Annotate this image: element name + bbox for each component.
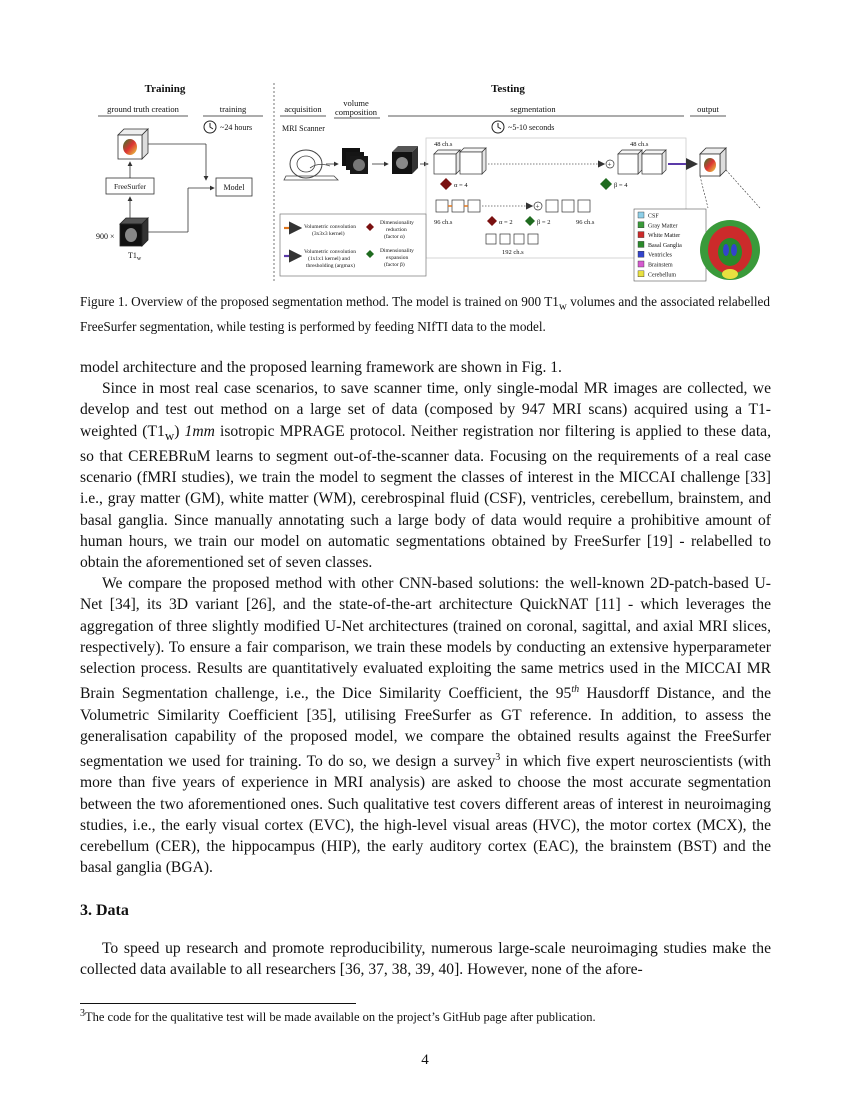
ch192-label: 192 ch.s [502,249,524,256]
alpha2-label: α = 2 [499,219,513,226]
output-cube-icon [699,147,727,177]
testing-heading: Testing [491,83,525,95]
legend-vol-conv1-kernel: (1x1x1 kernel) and [308,255,350,262]
sub-volume-1: volume [343,98,369,108]
class-label: Basal Ganglia [648,243,682,249]
conv-block-bottom [485,233,539,245]
figure-caption: Figure 1. Overview of the proposed segme… [80,294,770,334]
ch96-left: 96 ch.s [434,219,453,226]
beta4-label: β = 4 [614,182,628,189]
segmented-brain-image [700,220,760,280]
legend-dim-exp-factor: (factor β) [384,261,405,268]
beta2-label: β = 2 [537,219,550,226]
section-heading: 3. Data [80,902,129,920]
class-swatch [637,221,645,229]
dim-expansion-icon [600,178,612,190]
legend-vol-conv: Volumetric convolution [304,224,356,230]
class-swatch [637,231,645,238]
paragraph: Since in most real case scenarios, to sa… [80,380,771,571]
sub-ground-truth: ground truth creation [107,104,180,114]
network-frame [425,137,687,259]
class-swatch [637,241,645,248]
dim-reduction-icon [440,178,452,190]
conv-block-top-left [433,149,461,175]
t1w-cube-icon [119,217,149,247]
legend-dim-exp-2: expansion [386,255,409,261]
legend-vol-conv1-thresh: thresholding (argmax) [306,262,355,269]
model-box [215,177,253,197]
conv-block-mid-left [435,199,481,213]
legend-reduction-icon [366,223,374,231]
footnote: 3The code for the qualitative test will … [80,1008,596,1025]
paragraph: model architecture and the proposed lear… [80,359,562,376]
legend-dim-exp: Dimensionality [380,248,414,254]
clock-icon [203,120,217,134]
method-overview-figure: Training Testing ground truth creation t… [96,83,761,283]
dim-reduction-icon-2 [487,216,497,226]
legend-vol-conv-kernel: (3x3x3 kernel) [312,230,345,237]
legend-dim-red-2: reduction [386,227,407,233]
test-time: ~5-10 seconds [508,123,554,132]
ch96-right: 96 ch.s [576,219,595,226]
ch48-right: 48 ch.s [630,141,649,148]
concat-top-icon [605,159,615,169]
paragraph: To speed up research and promote reprodu… [80,939,771,978]
sub-acquisition: acquisition [284,104,322,114]
class-legend-border [633,208,707,282]
segmentation-cube-icon [117,128,149,160]
page-number: 4 [421,1052,429,1068]
class-label: White Matter [648,233,680,239]
legend-expansion-icon [366,250,374,258]
mri-scanner-icon [283,149,339,181]
paragraph: We compare the proposed method with othe… [80,575,771,877]
class-label: Brainstem [648,263,673,269]
mri-slices-stack [342,148,368,174]
alpha4-label: α = 4 [454,182,468,189]
sub-output: output [697,104,719,114]
svg-text:+: + [536,203,540,211]
svg-text:+: + [608,161,612,169]
sub-volume-2: composition [335,107,378,117]
class-label: Cerebellum [648,272,676,278]
zoom-line-right [725,169,761,209]
count-900: 900 × [96,232,115,241]
class-swatch [637,211,645,219]
class-label: CSF [648,214,659,220]
conv-block-top-left-2 [459,147,487,175]
legend-dim-red: Dimensionality [380,220,414,226]
class-swatch [637,250,645,258]
freesurfer-label: FreeSurfer [114,182,147,191]
train-time: ~24 hours [220,123,252,132]
legend-box [279,213,427,277]
footnote-rule [80,1003,356,1004]
ch48-left: 48 ch.s [434,141,453,148]
sub-training: training [220,104,247,114]
model-label: Model [224,183,246,192]
sub-segmentation: segmentation [510,104,556,114]
zoom-line-left [699,175,709,209]
dim-expansion-icon-2 [525,216,535,226]
training-heading: Training [145,83,186,95]
class-label: Gray Matter [648,223,678,229]
legend-dim-red-factor: (factor α) [384,233,405,240]
class-label: Ventricles [648,253,673,259]
clock-icon [491,120,505,134]
legend-vol-conv1: Volumetric convolution [304,249,356,255]
body-text: model architecture and the proposed lear… [80,357,771,980]
conv-block-mid-right [545,199,591,213]
input-volume-cube [392,146,418,174]
conv-block-top-right [617,149,667,175]
class-swatch [637,270,645,278]
mri-scanner-label: MRI Scanner [282,124,325,133]
concat-mid-icon [533,201,543,211]
class-swatch [637,260,645,268]
t1w-label: T1w [128,251,142,262]
